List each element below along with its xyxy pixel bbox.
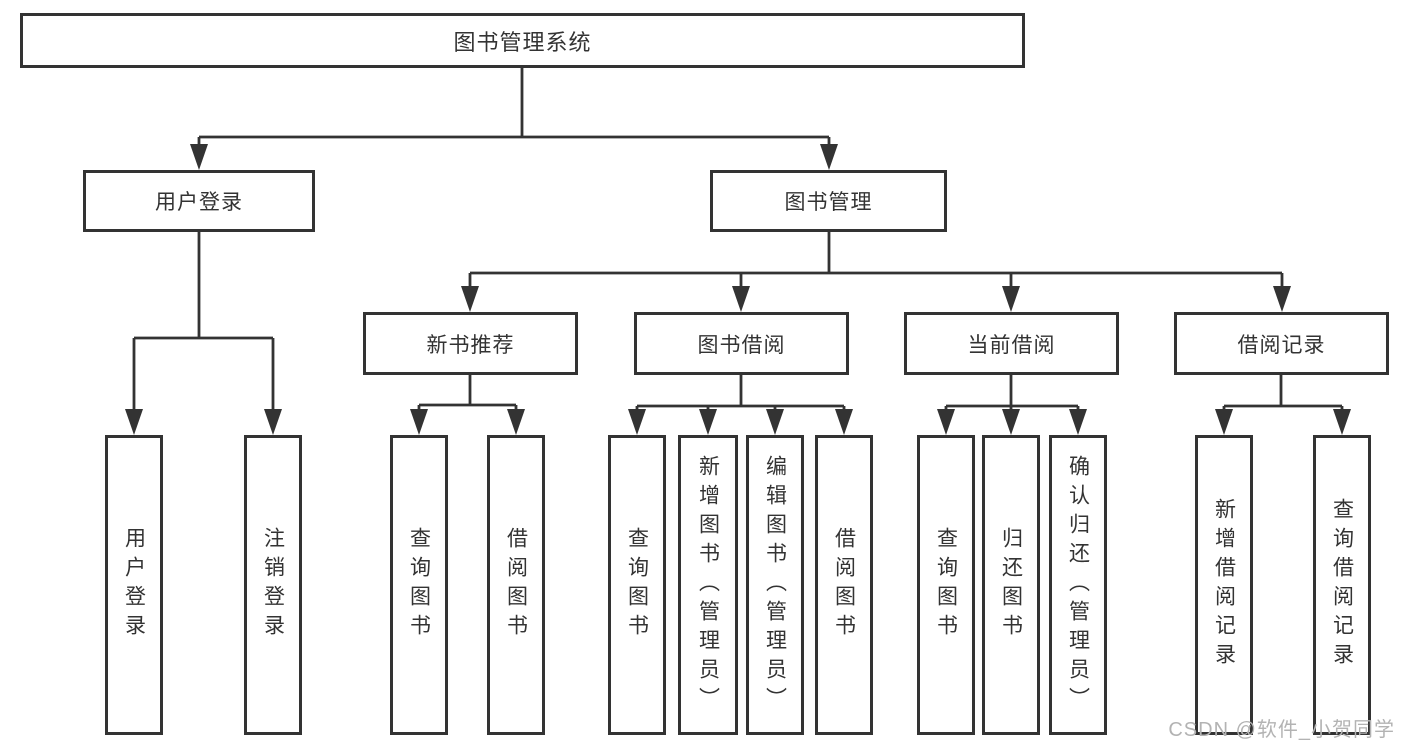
node-book-management-branch: 图书管理 — [710, 170, 947, 232]
leaf-query-books: 查询图书 — [917, 435, 975, 735]
arrow-down-icon — [937, 409, 955, 435]
leaf-query-books: 查询图书 — [390, 435, 448, 735]
node-label: 当前借阅 — [967, 333, 1056, 357]
node-label: 新书推荐 — [426, 333, 515, 357]
node-current-borrow: 当前借阅 — [904, 312, 1119, 375]
arrow-down-icon — [507, 409, 525, 435]
node-book-borrow: 图书借阅 — [634, 312, 849, 375]
arrowhead-icons — [125, 144, 1351, 435]
leaf-label: 查询图书 — [625, 527, 649, 643]
leaf-borrow-books: 借阅图书 — [487, 435, 545, 735]
arrow-down-icon — [766, 409, 784, 435]
arrow-down-icon — [1215, 409, 1233, 435]
leaf-edit-books-admin: 编辑图书（管理员） — [746, 435, 804, 735]
leaf-add-borrow-record: 新增借阅记录 — [1195, 435, 1253, 735]
leaf-label: 借阅图书 — [832, 527, 856, 643]
arrow-down-icon — [190, 144, 208, 170]
arrow-down-icon — [628, 409, 646, 435]
node-label: 图书管理 — [784, 191, 873, 214]
leaf-label: 借阅图书 — [504, 527, 528, 643]
node-label: 用户登录 — [155, 191, 243, 214]
arrow-down-icon — [461, 286, 479, 312]
arrow-down-icon — [699, 409, 717, 435]
leaf-logout: 注销登录 — [244, 435, 302, 735]
leaf-label: 新增图书（管理员） — [696, 454, 720, 716]
arrow-down-icon — [1002, 409, 1020, 435]
leaf-return-books: 归还图书 — [982, 435, 1040, 735]
leaf-label: 确认归还（管理员） — [1066, 454, 1090, 716]
node-library-system: 图书管理系统 — [20, 13, 1025, 68]
leaf-confirm-return-admin: 确认归还（管理员） — [1049, 435, 1107, 735]
leaf-label: 查询借阅记录 — [1330, 498, 1354, 672]
arrow-down-icon — [264, 409, 282, 435]
arrow-down-icon — [820, 144, 838, 170]
arrow-down-icon — [1002, 286, 1020, 312]
arrow-down-icon — [410, 409, 428, 435]
leaf-label: 归还图书 — [999, 527, 1023, 643]
leaf-label: 用户登录 — [122, 527, 146, 643]
arrow-down-icon — [835, 409, 853, 435]
leaf-user-login: 用户登录 — [105, 435, 163, 735]
node-label: 图书管理系统 — [453, 29, 592, 55]
leaf-label: 新增借阅记录 — [1212, 498, 1236, 672]
arrow-down-icon — [1333, 409, 1351, 435]
node-borrow-records: 借阅记录 — [1174, 312, 1389, 375]
arrow-down-icon — [1069, 409, 1087, 435]
leaf-label: 注销登录 — [261, 527, 285, 643]
node-label: 图书借阅 — [697, 333, 786, 357]
node-user-login-branch: 用户登录 — [83, 170, 315, 232]
leaf-label: 查询图书 — [934, 527, 958, 643]
leaf-label: 查询图书 — [407, 527, 431, 643]
leaf-add-books-admin: 新增图书（管理员） — [678, 435, 738, 735]
leaf-query-borrow-record: 查询借阅记录 — [1313, 435, 1371, 735]
arrow-down-icon — [732, 286, 750, 312]
leaf-query-books: 查询图书 — [608, 435, 666, 735]
leaf-label: 编辑图书（管理员） — [763, 454, 787, 716]
node-label: 借阅记录 — [1237, 333, 1326, 357]
arrow-down-icon — [125, 409, 143, 435]
node-new-book-recommend: 新书推荐 — [363, 312, 578, 375]
leaf-borrow-books: 借阅图书 — [815, 435, 873, 735]
arrow-down-icon — [1273, 286, 1291, 312]
